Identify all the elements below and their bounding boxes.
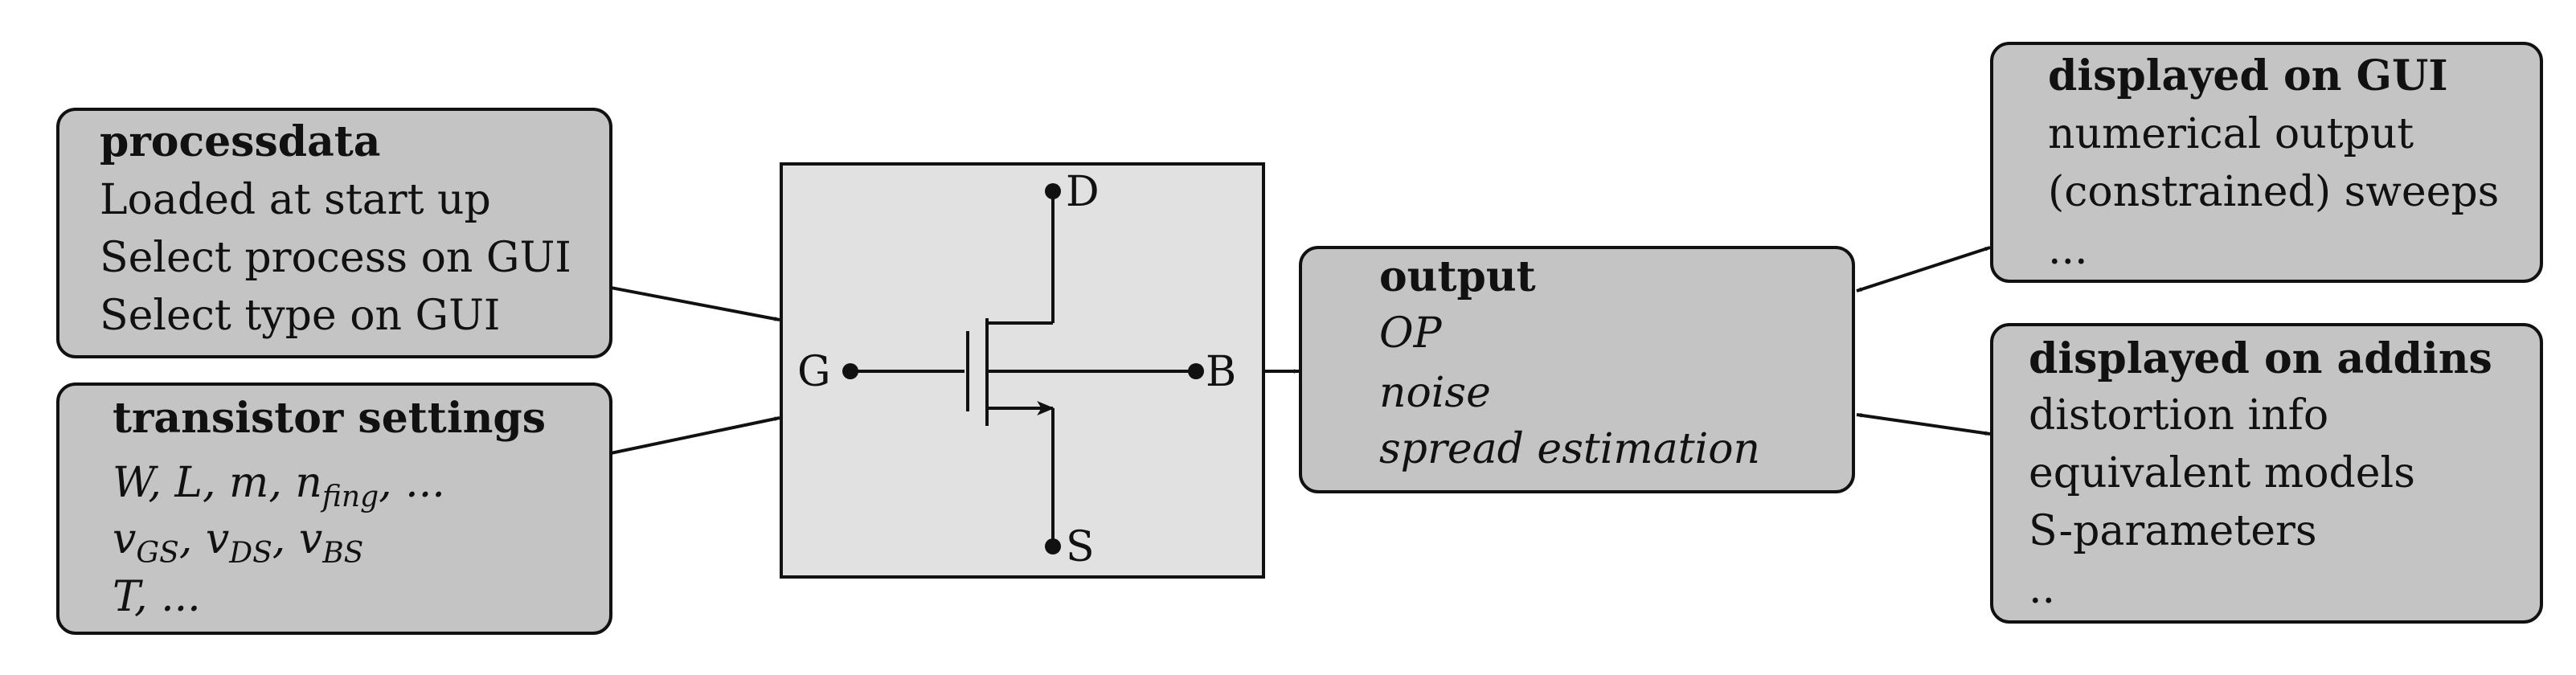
addins-line-1: distortion info (2029, 391, 2328, 440)
source-terminal (1045, 538, 1061, 554)
source-label: S (1066, 523, 1095, 571)
bulk-label: B (1206, 348, 1236, 396)
arrow-settings-to-transistor (610, 416, 780, 455)
transistor-settings-temperature: T, ... (113, 573, 201, 621)
addins-line-4: .. (2029, 565, 2055, 613)
output-spread-estimation: spread estimation (1379, 425, 1760, 473)
transistor-settings-voltages: vGS, vDS, vBS (113, 515, 363, 570)
output-box: output OP noise spread estimation (1299, 246, 1855, 493)
addins-title: displayed on addins (2029, 334, 2492, 383)
processdata-line-1: Loaded at start up (100, 176, 491, 224)
gate-label: G (797, 348, 831, 396)
gui-line-2: (constrained) sweeps (2048, 168, 2499, 216)
gui-line-1: numerical output (2048, 110, 2414, 158)
processdata-line-2: Select process on GUI (100, 234, 571, 282)
gui-title: displayed on GUI (2048, 51, 2448, 100)
arrow-output-addins (1856, 413, 1991, 436)
transistor-settings-box: transistor settings W, L, m, nfing, ... … (56, 382, 612, 635)
output-op: OP (1379, 309, 1443, 358)
transistor-block: G D B S (780, 162, 1265, 579)
output-noise: noise (1379, 369, 1491, 417)
processdata-box: processdata Loaded at start up Select pr… (56, 108, 612, 358)
addins-line-3: S-parameters (2029, 507, 2317, 555)
arrow-output-gui (1856, 246, 1991, 292)
addins-box: displayed on addins distortion info equi… (1990, 323, 2543, 624)
transistor-settings-geometry: W, L, m, nfing, ... (113, 459, 445, 513)
processdata-title: processdata (100, 117, 381, 166)
bulk-terminal (1188, 363, 1204, 379)
drain-label: D (1066, 168, 1100, 216)
arrow-processdata-to-transistor (610, 286, 780, 321)
gui-line-3: ... (2048, 226, 2088, 274)
drain-terminal (1045, 183, 1061, 199)
processdata-line-3: Select type on GUI (100, 292, 500, 340)
gui-box: displayed on GUI numerical output (const… (1990, 42, 2543, 283)
addins-line-2: equivalent models (2029, 449, 2415, 497)
transistor-settings-title: transistor settings (113, 394, 546, 443)
output-title: output (1379, 252, 1536, 301)
